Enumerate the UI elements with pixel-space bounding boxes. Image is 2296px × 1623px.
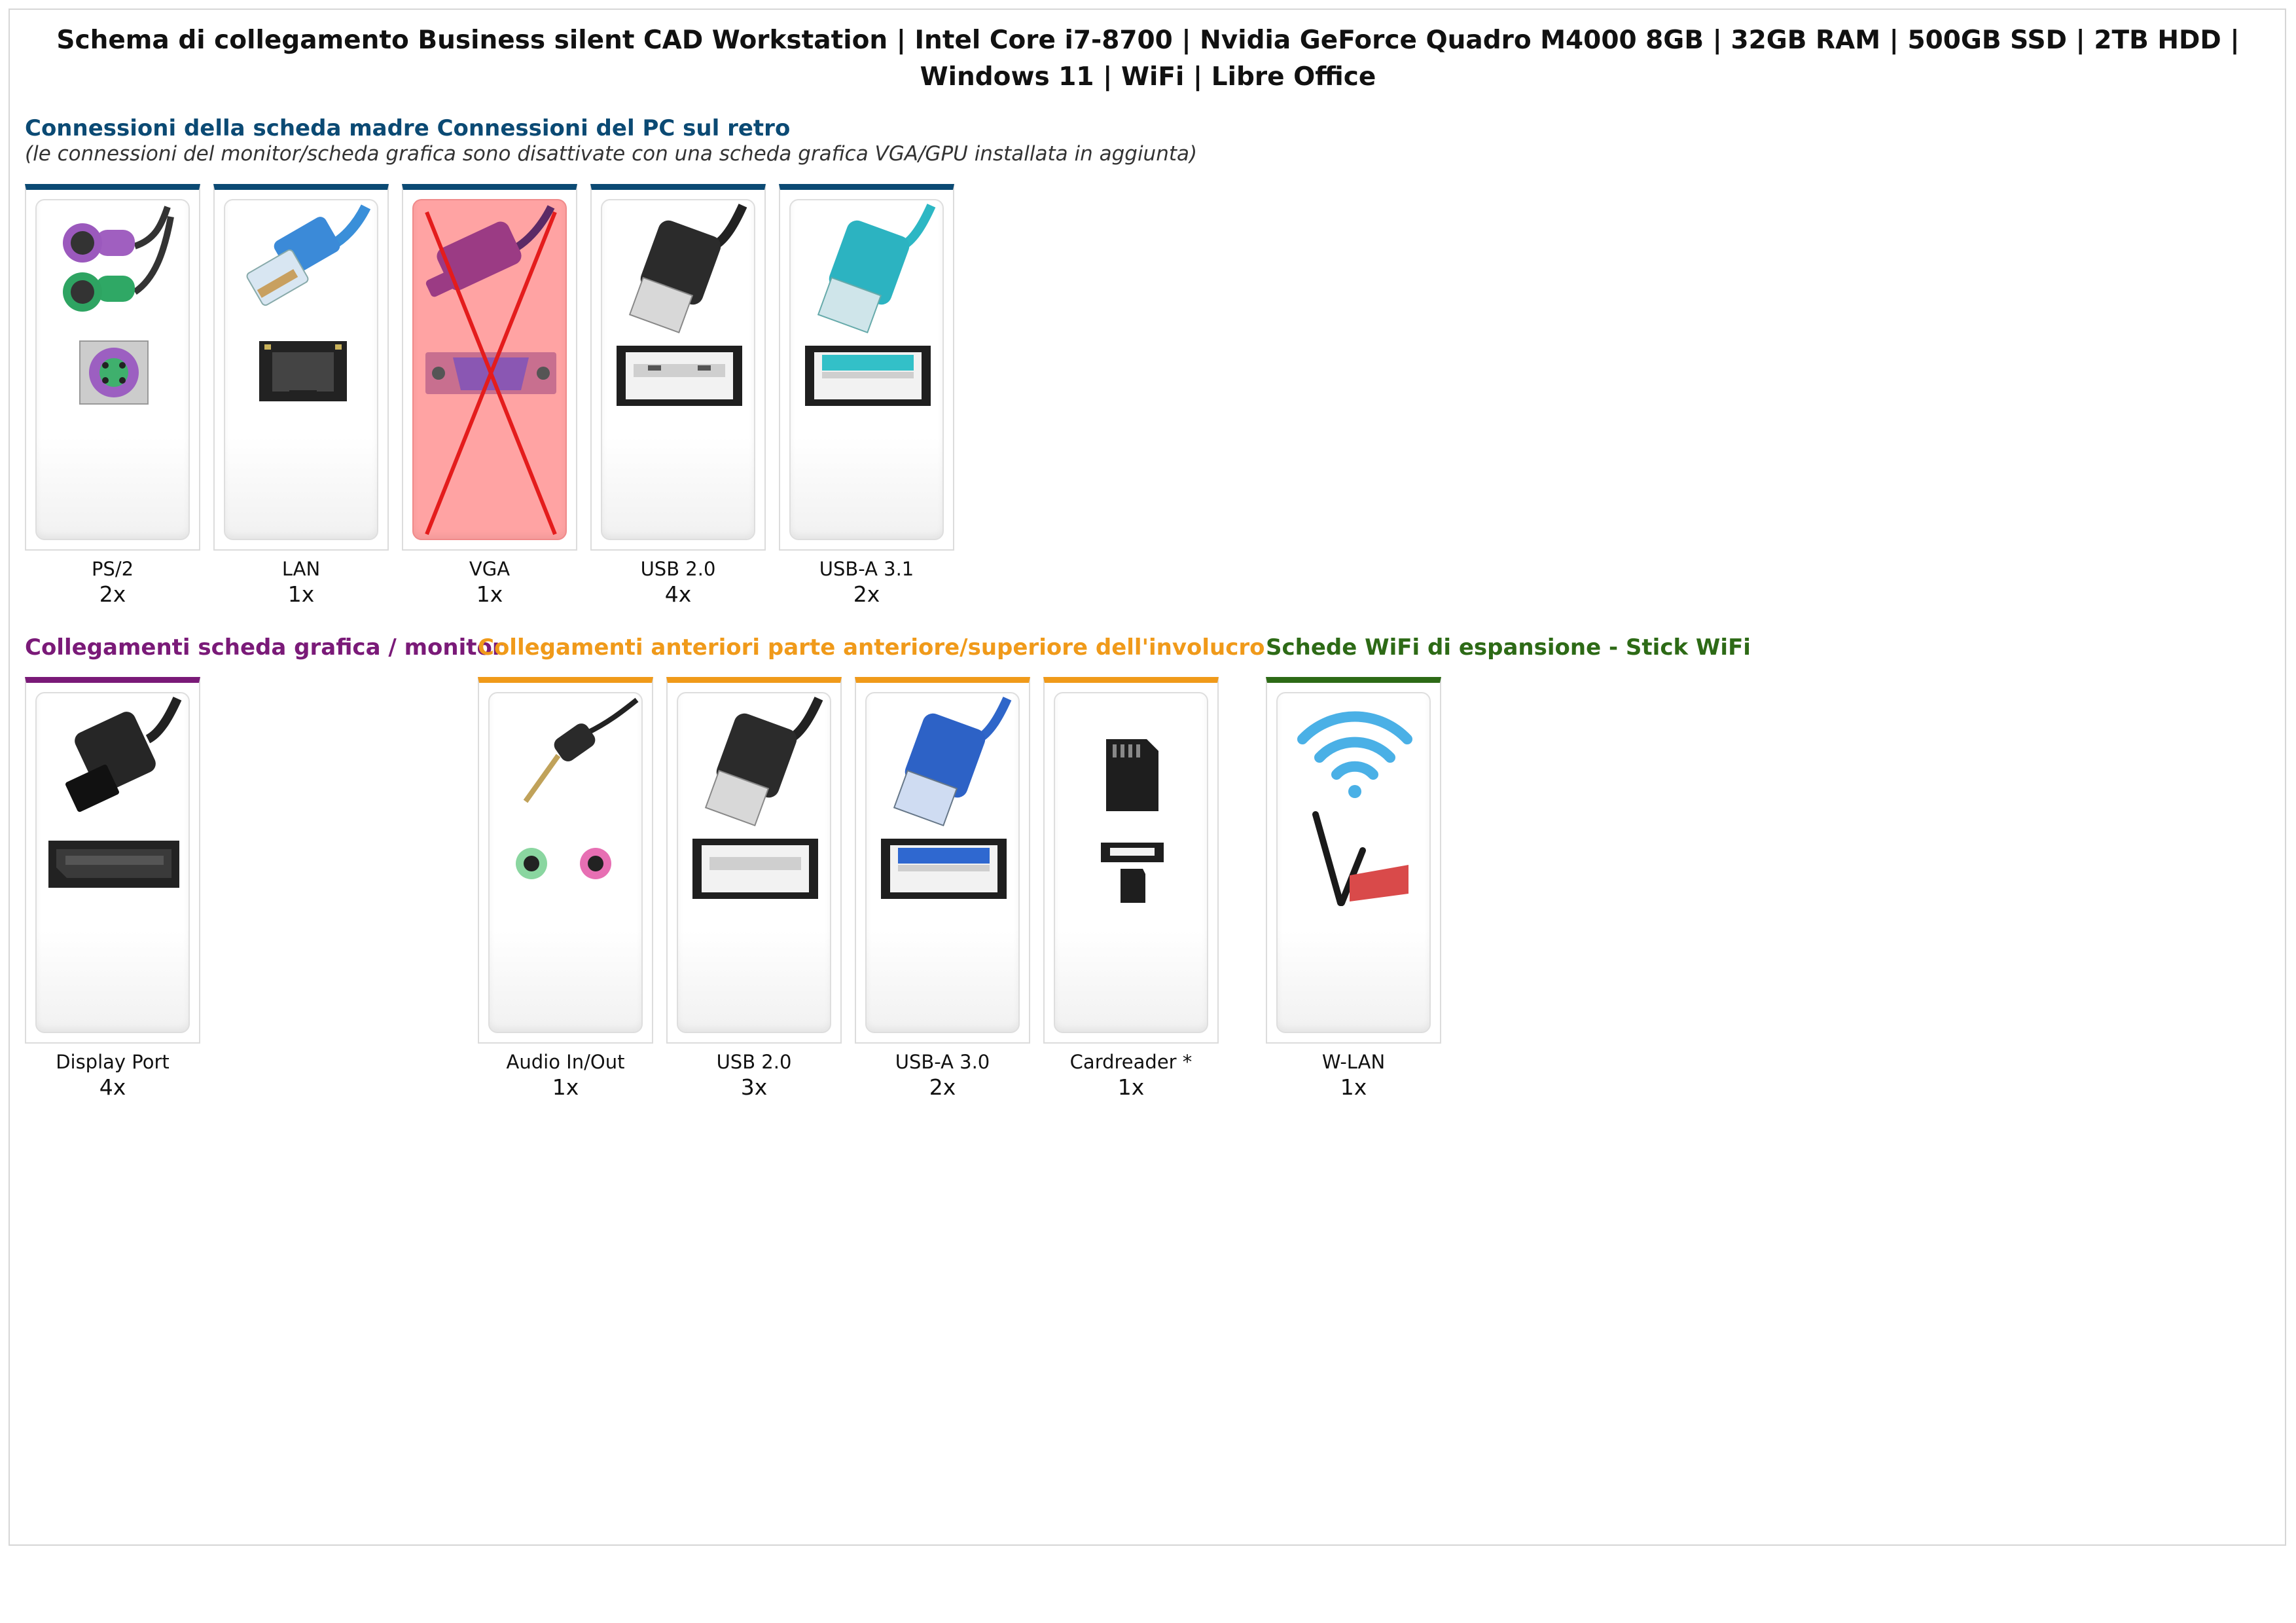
- port-count: 4x: [664, 581, 692, 607]
- port-label: USB 2.0: [716, 1051, 792, 1073]
- port-card-ps2: PS/2 2x: [25, 184, 200, 608]
- port-card-panel: [601, 199, 755, 540]
- wlan-antenna-icon: [1297, 711, 1412, 906]
- port-card-panel: [412, 199, 567, 540]
- port-card-box: [666, 677, 842, 1044]
- port-count: 2x: [99, 581, 126, 607]
- port-count: 1x: [476, 581, 503, 607]
- port-card-panel: [224, 199, 378, 540]
- port-card-usba31: USB-A 3.1 2x: [779, 184, 954, 608]
- port-label: VGA: [469, 558, 511, 580]
- port-count: 2x: [853, 581, 880, 607]
- port-label: Audio In/Out: [506, 1051, 625, 1073]
- port-card-box: [779, 184, 954, 551]
- lan-rj45-icon: [246, 204, 371, 401]
- port-card-usb20: USB 2.0 4x: [590, 184, 766, 608]
- port-label: W-LAN: [1321, 1051, 1386, 1073]
- cardreader-icon: [1101, 739, 1164, 903]
- usb-2-icon: [617, 204, 747, 406]
- port-card-box: [25, 677, 200, 1044]
- port-count: 4x: [99, 1074, 126, 1100]
- port-label: PS/2: [91, 558, 134, 580]
- port-label: Display Port: [56, 1051, 170, 1073]
- port-card-box: [25, 184, 200, 551]
- port-count: 1x: [552, 1074, 579, 1100]
- port-card-audio: Audio In/Out 1x: [478, 677, 653, 1101]
- usb-a-31-icon: [805, 204, 936, 406]
- page-title: Schema di collegamento Business silent C…: [56, 26, 2240, 92]
- port-label: USB-A 3.0: [895, 1051, 990, 1073]
- port-label: USB 2.0: [640, 558, 716, 580]
- port-card-panel: [865, 692, 1020, 1033]
- port-card-vga: VGA 1x: [402, 184, 577, 608]
- usb-2-icon: [692, 697, 823, 899]
- section-note-motherboard: (le connessioni del monitor/scheda grafi…: [25, 142, 1198, 166]
- port-card-panel: [488, 692, 643, 1033]
- port-label: LAN: [281, 558, 321, 580]
- port-card-displayport: Display Port 4x: [25, 677, 200, 1101]
- audio-jack-icon: [516, 697, 639, 879]
- ps2-connector-icon: [63, 206, 174, 405]
- port-card-panel: [789, 199, 944, 540]
- port-card-panel: [677, 692, 831, 1033]
- port-card-lan: LAN 1x: [213, 184, 389, 608]
- port-label: Cardreader *: [1069, 1051, 1193, 1073]
- port-card-usba30: USB-A 3.0 2x: [855, 677, 1030, 1101]
- port-card-box: [590, 184, 766, 551]
- port-count: 1x: [287, 581, 315, 607]
- displayport-icon: [48, 697, 182, 888]
- port-count: 1x: [1117, 1074, 1145, 1100]
- section-heading-wifi: Schede WiFi di espansione - Stick WiFi: [1266, 634, 1751, 661]
- port-count: 2x: [929, 1074, 956, 1100]
- port-count: 1x: [1340, 1074, 1367, 1100]
- port-card-panel: [1276, 692, 1431, 1033]
- section-heading-graphics: Collegamenti scheda grafica / monitor: [25, 634, 503, 661]
- vga-connector-icon: [425, 205, 557, 536]
- port-card-panel: [35, 692, 190, 1033]
- port-card-box: [213, 184, 389, 551]
- port-card-box: [478, 677, 653, 1044]
- port-card-box: [402, 184, 577, 551]
- port-card-cardreader: Cardreader * 1x: [1043, 677, 1219, 1101]
- port-card-panel: [35, 199, 190, 540]
- port-card-panel: [1054, 692, 1208, 1033]
- usb-a-30-icon: [881, 697, 1012, 899]
- port-card-front-usb20: USB 2.0 3x: [666, 677, 842, 1101]
- section-heading-front: Collegamenti anteriori parte anteriore/s…: [478, 634, 1265, 661]
- port-card-box: [1043, 677, 1219, 1044]
- port-label: USB-A 3.1: [819, 558, 914, 580]
- port-card-box: [1266, 677, 1441, 1044]
- port-card-wlan: W-LAN 1x: [1266, 677, 1441, 1101]
- section-heading-motherboard: Connessioni della scheda madre Connessio…: [25, 115, 791, 141]
- port-count: 3x: [740, 1074, 768, 1100]
- port-card-box: [855, 677, 1030, 1044]
- disabled-cross-line-b: [425, 211, 557, 536]
